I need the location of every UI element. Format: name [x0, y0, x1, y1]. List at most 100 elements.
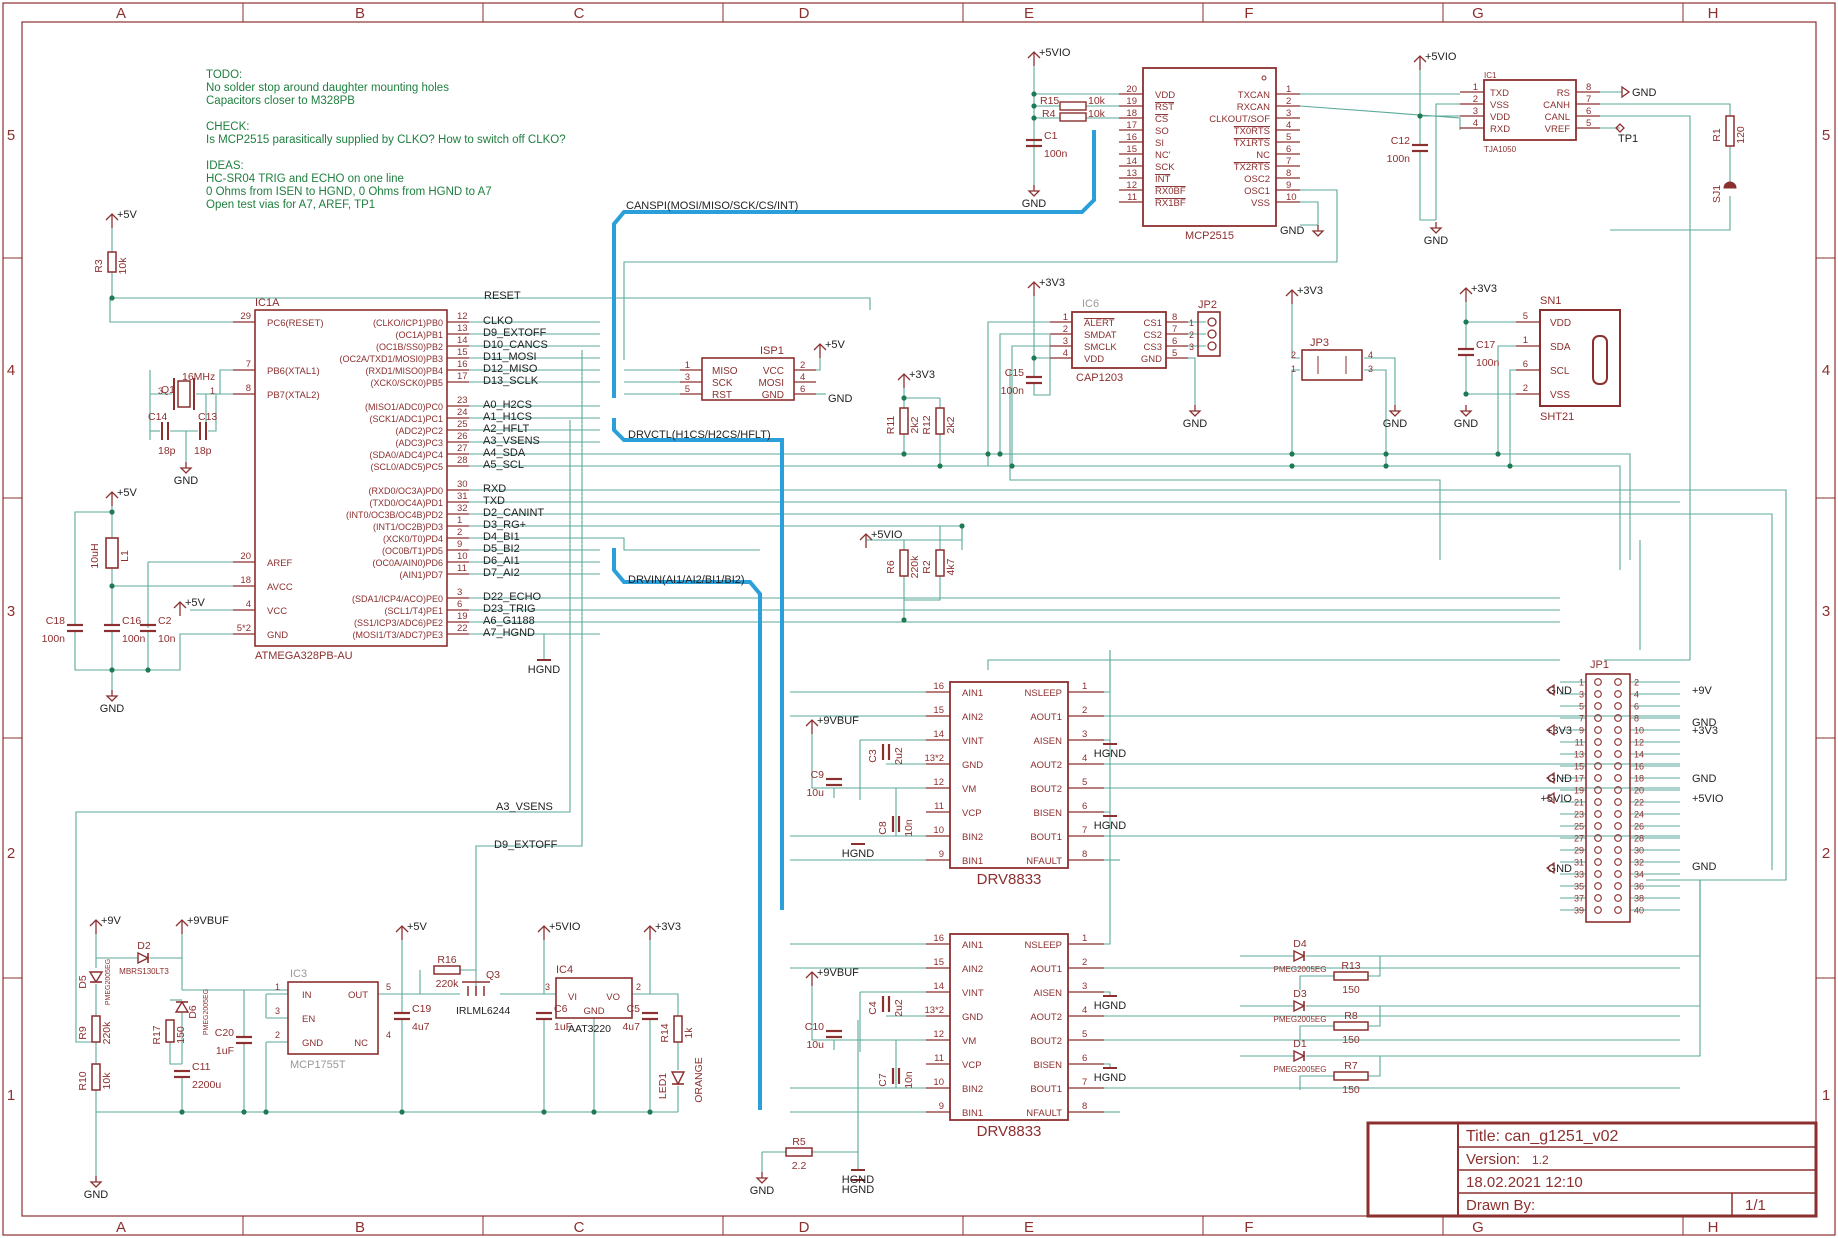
c11-ref: C11	[192, 1061, 211, 1073]
r15-ref: R15	[1040, 95, 1059, 107]
junction-dot	[109, 295, 115, 301]
drv-pin-name: AISEN	[1033, 988, 1062, 999]
pin1-marker	[1261, 75, 1267, 81]
mcu-pin-num: 13	[457, 323, 468, 334]
grid-col-bottom: G	[1472, 1219, 1484, 1236]
jp3-pin4: 4	[1368, 350, 1373, 360]
jp3-pin1: 1	[1291, 364, 1296, 374]
sheet-number: 1/1	[1745, 1197, 1766, 1214]
res-r7-ref: R7	[1344, 1060, 1358, 1072]
r3-ref: R3	[93, 259, 105, 273]
mcu-pin-name: (XCK0/SCK0)PB5	[370, 378, 443, 388]
c-vcp-1-val: 10n	[903, 819, 915, 837]
mcp2515-part: MCP2515	[1185, 230, 1234, 242]
tja-pin-num: 6	[1586, 106, 1591, 117]
jp1-pin	[1614, 786, 1622, 794]
mcu-pin-name: (SDA0/ADC4)PC4	[369, 450, 443, 460]
r3-val: 10k	[117, 257, 129, 275]
mcp-pin-name: TXCAN	[1238, 90, 1270, 101]
drv-pin-name: BOUT1	[1030, 1084, 1062, 1095]
isp-pin-num: 1	[685, 360, 690, 371]
mcu-pin-name: (SS1/ICP3/ADC6)PE2	[354, 618, 443, 628]
mcp-pin-name: VSS	[1251, 198, 1270, 209]
ic3-part: MCP1755T	[290, 1059, 346, 1071]
v5vio-supply-ldo-label: +5VIO	[549, 921, 581, 933]
hgnd-bisen-1: HGND	[1094, 820, 1126, 832]
drv-pin-name: BIN1	[962, 1108, 983, 1119]
res-r13-val: 150	[1342, 984, 1360, 996]
diode-d2-ref: D2	[137, 940, 151, 952]
symbol-body	[1333, 1071, 1369, 1081]
gnd-cap	[1188, 410, 1202, 417]
jp1-pin	[1614, 846, 1622, 854]
tja-pin-num: 2	[1473, 94, 1478, 105]
jp1-pin	[1594, 786, 1602, 794]
drv-pin-num: 12	[933, 777, 944, 788]
jp1-pin-num: 35	[1574, 882, 1584, 892]
ic3-ref: IC3	[290, 968, 307, 980]
drv-pin-name: GND	[962, 1012, 983, 1023]
grid-col-bottom: D	[799, 1219, 810, 1236]
grid-col-top: B	[355, 5, 365, 22]
v3v3-supply-cap-label: +3V3	[1039, 277, 1065, 289]
jp1-pin	[1594, 726, 1602, 734]
ic4-ref: IC4	[556, 964, 573, 976]
wire	[1299, 105, 1461, 130]
drv-pin-num: 7	[1082, 1077, 1087, 1088]
q3-ref: Q3	[486, 969, 500, 981]
r2-ref: R2	[921, 560, 933, 574]
c-vm-2-ref: C10	[805, 1021, 824, 1033]
jp1-pin	[1614, 798, 1622, 806]
gnd-sht	[1459, 410, 1473, 417]
canspi-bus-line	[612, 130, 1096, 398]
ic4-part: AAT3220	[568, 1023, 611, 1035]
jp1-pin-num: 6	[1634, 702, 1639, 712]
mcu-net-label: A2_HFLT	[483, 423, 530, 435]
tja-pin-num: 5	[1586, 118, 1591, 129]
mcu-pin-name: (INT1/OC2B)PD3	[373, 522, 443, 532]
symbol-body	[1071, 311, 1167, 369]
junction-dot	[985, 451, 991, 457]
jp1-pin-num: 34	[1634, 870, 1644, 880]
mcu-pin-num: 29	[240, 311, 251, 322]
cap-pin-num: 6	[1172, 336, 1177, 347]
wire	[904, 526, 963, 541]
mcu-net-label: D9_EXTOFF	[483, 327, 547, 339]
wire	[169, 1042, 182, 1065]
jp1-pin-num: 30	[1634, 846, 1644, 856]
junction-dot	[241, 1109, 247, 1115]
wire	[150, 934, 183, 959]
diode-d1-ref: D1	[1293, 1038, 1307, 1050]
junction-dot	[937, 463, 943, 469]
wire	[182, 989, 289, 994]
mcu-pin-name: (OC1B/SS0)PB2	[376, 342, 443, 352]
junction-dot	[109, 583, 115, 589]
jp1-pin	[1594, 882, 1602, 890]
drv-pin-num: 8	[1082, 849, 1087, 860]
sht-part: SHT21	[1540, 411, 1574, 423]
mcp-pin-name: SO	[1155, 126, 1169, 137]
r10-ref: R10	[77, 1071, 89, 1090]
wire	[1306, 1055, 1381, 1077]
jp1-pin-num: 20	[1634, 786, 1644, 796]
mcp-pin-name: CLKOUT/SOF	[1209, 114, 1270, 125]
jp1-pin-num: 23	[1574, 810, 1584, 820]
mcu-net-label: A5_SCL	[483, 459, 524, 471]
mcu-net-label: CLKO	[483, 315, 513, 327]
v9buf-supply-in-label: +9VBUF	[187, 915, 229, 927]
note-line: 0 Ohms from ISEN to HGND, 0 Ohms from HG…	[206, 186, 492, 198]
mcu-pin-name: AREF	[267, 558, 293, 569]
jp1-pin-num: 17	[1574, 774, 1584, 784]
drv-pin-name: AIN1	[962, 688, 983, 699]
wire	[1465, 302, 1516, 323]
mcu-pin-name: (SCL1/T4)PE1	[384, 606, 443, 616]
gnd-rs	[1621, 85, 1631, 99]
v5-supply-l1	[105, 491, 119, 499]
grid-row-right: 1	[1822, 1087, 1830, 1104]
isp-pin-name: VCC	[763, 366, 784, 377]
wire	[623, 189, 1338, 360]
drv-pin-name: VM	[962, 784, 976, 795]
v5-supply-isp	[813, 343, 827, 351]
cap-pin-name: CS1	[1144, 318, 1162, 329]
jp1-left-symbol	[1545, 683, 1555, 697]
